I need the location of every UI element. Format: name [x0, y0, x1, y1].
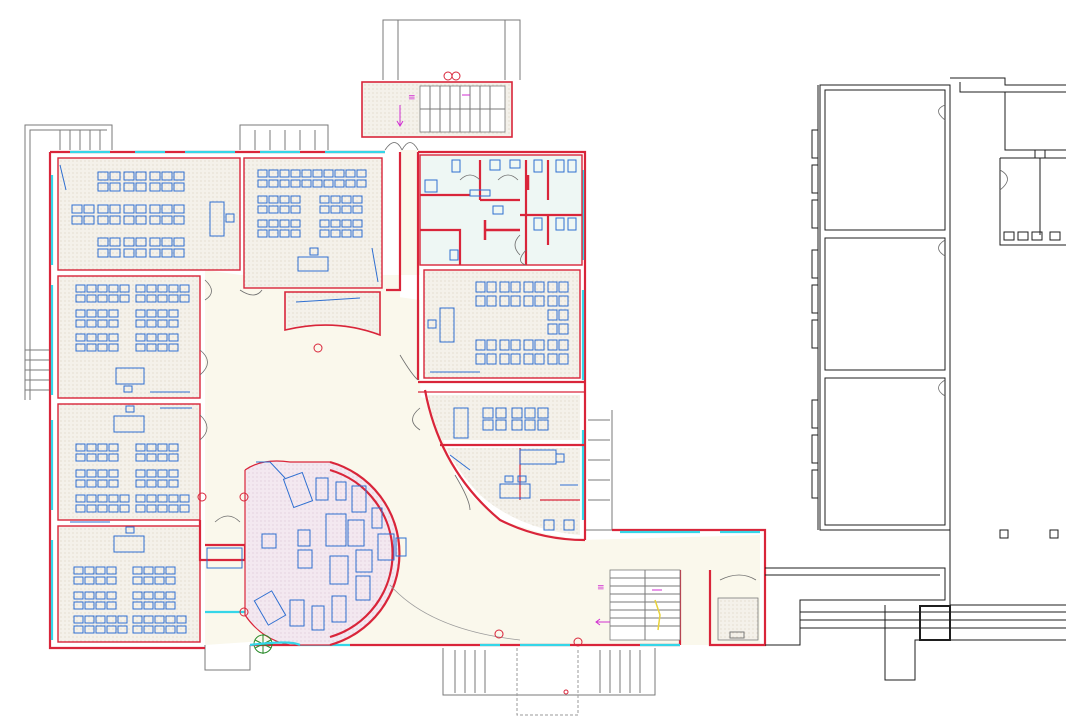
top-stairwell: ≡: [361, 71, 513, 151]
rotunda: [239, 460, 407, 654]
stair-mark-bottom: ≡: [597, 583, 605, 593]
interior-walls: [239, 152, 586, 647]
classroom-4: [57, 403, 208, 521]
exterior-walls: [48, 150, 767, 650]
classroom-5: [57, 515, 247, 643]
stair-mark-top: ≡: [408, 93, 416, 103]
classroom-3: [57, 275, 212, 399]
toilets: [419, 154, 583, 266]
offices: [428, 395, 580, 535]
exterior-outlines: [24, 19, 656, 716]
bottom-stairwell: ≡: [595, 569, 759, 641]
classroom-6: [423, 269, 581, 379]
adjacent-building: [765, 77, 1066, 681]
classroom-1: [57, 157, 241, 271]
classroom-2: [243, 157, 383, 353]
